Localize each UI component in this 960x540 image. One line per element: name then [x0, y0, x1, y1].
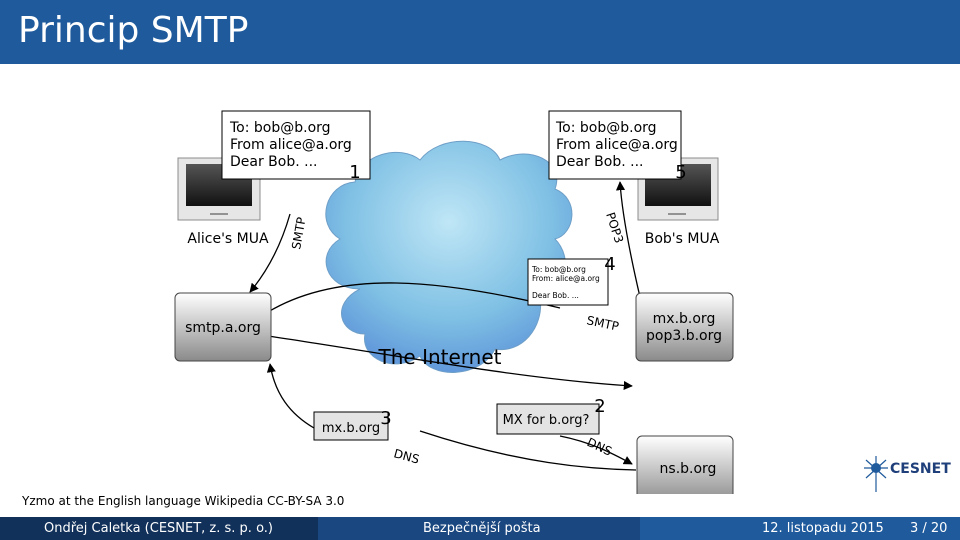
- svg-text:ns.b.org: ns.b.org: [660, 461, 717, 477]
- footer-page-number: 3 / 20: [910, 521, 948, 536]
- alice-email-note: To: bob@b.org From alice@a.org Dear Bob.…: [221, 110, 371, 180]
- svg-text:To: bob@b.org: To: bob@b.org: [229, 120, 331, 136]
- mx-query-box: MX for b.org?: [496, 403, 600, 435]
- svg-text:To: bob@b.org: To: bob@b.org: [555, 120, 657, 136]
- svg-text:smtp.a.org: smtp.a.org: [185, 320, 261, 336]
- smtp-path-upper: [267, 282, 561, 313]
- protocol-pop3: POP3: [603, 211, 626, 245]
- footer-author: Ondřej Caletka (CESNET, z. s. p. o.): [44, 521, 274, 536]
- svg-text:mx.b.org: mx.b.org: [653, 311, 716, 327]
- svg-text:From: alice@a.org: From: alice@a.org: [532, 274, 600, 283]
- mx-result-box: mx.b.org: [313, 411, 389, 441]
- step-2: 2: [594, 396, 605, 417]
- footer-title-section: Bezpečnější pošta: [318, 517, 640, 540]
- smtp-a-org-server: smtp.a.org: [174, 292, 272, 362]
- cesnet-logo: CESNET: [864, 456, 951, 492]
- footer-author-section: Ondřej Caletka (CESNET, z. s. p. o.): [0, 517, 318, 540]
- svg-text:From alice@a.org: From alice@a.org: [230, 137, 352, 153]
- alice-mua-label: Alice's MUA: [187, 231, 269, 247]
- alice-smtp-arrow: [249, 213, 291, 293]
- svg-text:CESNET: CESNET: [890, 461, 951, 477]
- step-3: 3: [380, 408, 391, 429]
- step-1: 1: [349, 162, 360, 183]
- protocol-dns-mx: DNS: [392, 446, 421, 466]
- footer-date: 12. listopadu 2015: [762, 521, 884, 536]
- svg-text:Dear Bob. ...: Dear Bob. ...: [532, 291, 579, 300]
- svg-text:mx.b.org: mx.b.org: [322, 421, 380, 436]
- smtp-diagram: The Internet Alice's MUA Bob's MUA To: b…: [174, 110, 734, 494]
- transit-email-note: To: bob@b.org From: alice@a.org Dear Bob…: [527, 258, 609, 306]
- mx-return-arrow: [266, 363, 315, 429]
- title-bar: Princip SMTP: [0, 0, 960, 64]
- cloud-label: The Internet: [378, 345, 502, 369]
- smtp-path-lower: [267, 335, 633, 391]
- pop3-arrow: [615, 181, 641, 298]
- svg-text:MX for b.org?: MX for b.org?: [503, 413, 590, 428]
- footer-date-section: 12. listopadu 2015 3 / 20: [640, 517, 960, 540]
- svg-text:pop3.b.org: pop3.b.org: [646, 328, 722, 344]
- dns-path-ns: [419, 430, 637, 471]
- ns-b-org-server: ns.b.org: [636, 435, 734, 494]
- step-4: 4: [604, 254, 615, 275]
- slide-title: Princip SMTP: [18, 10, 249, 51]
- step-5: 5: [675, 162, 686, 183]
- bob-mua-label: Bob's MUA: [645, 231, 720, 247]
- mx-b-org-server: mx.b.org pop3.b.org: [635, 292, 734, 362]
- svg-text:Dear Bob. ...: Dear Bob. ...: [556, 154, 644, 170]
- protocol-dns-ns: DNS: [585, 435, 614, 459]
- svg-text:Dear Bob. ...: Dear Bob. ...: [230, 154, 318, 170]
- image-credit: Yzmo at the English language Wikipedia C…: [22, 494, 345, 508]
- svg-text:From alice@a.org: From alice@a.org: [556, 137, 678, 153]
- svg-text:To: bob@b.org: To: bob@b.org: [531, 265, 586, 274]
- protocol-smtp-alice: SMTP: [289, 216, 308, 250]
- slide-footer: Ondřej Caletka (CESNET, z. s. p. o.) Bez…: [0, 517, 960, 540]
- bob-email-note: To: bob@b.org From alice@a.org Dear Bob.…: [548, 110, 682, 180]
- protocol-smtp-internet: SMTP: [585, 313, 620, 333]
- footer-talk-title: Bezpečnější pošta: [423, 521, 541, 536]
- dns-query-arrow: [559, 435, 633, 465]
